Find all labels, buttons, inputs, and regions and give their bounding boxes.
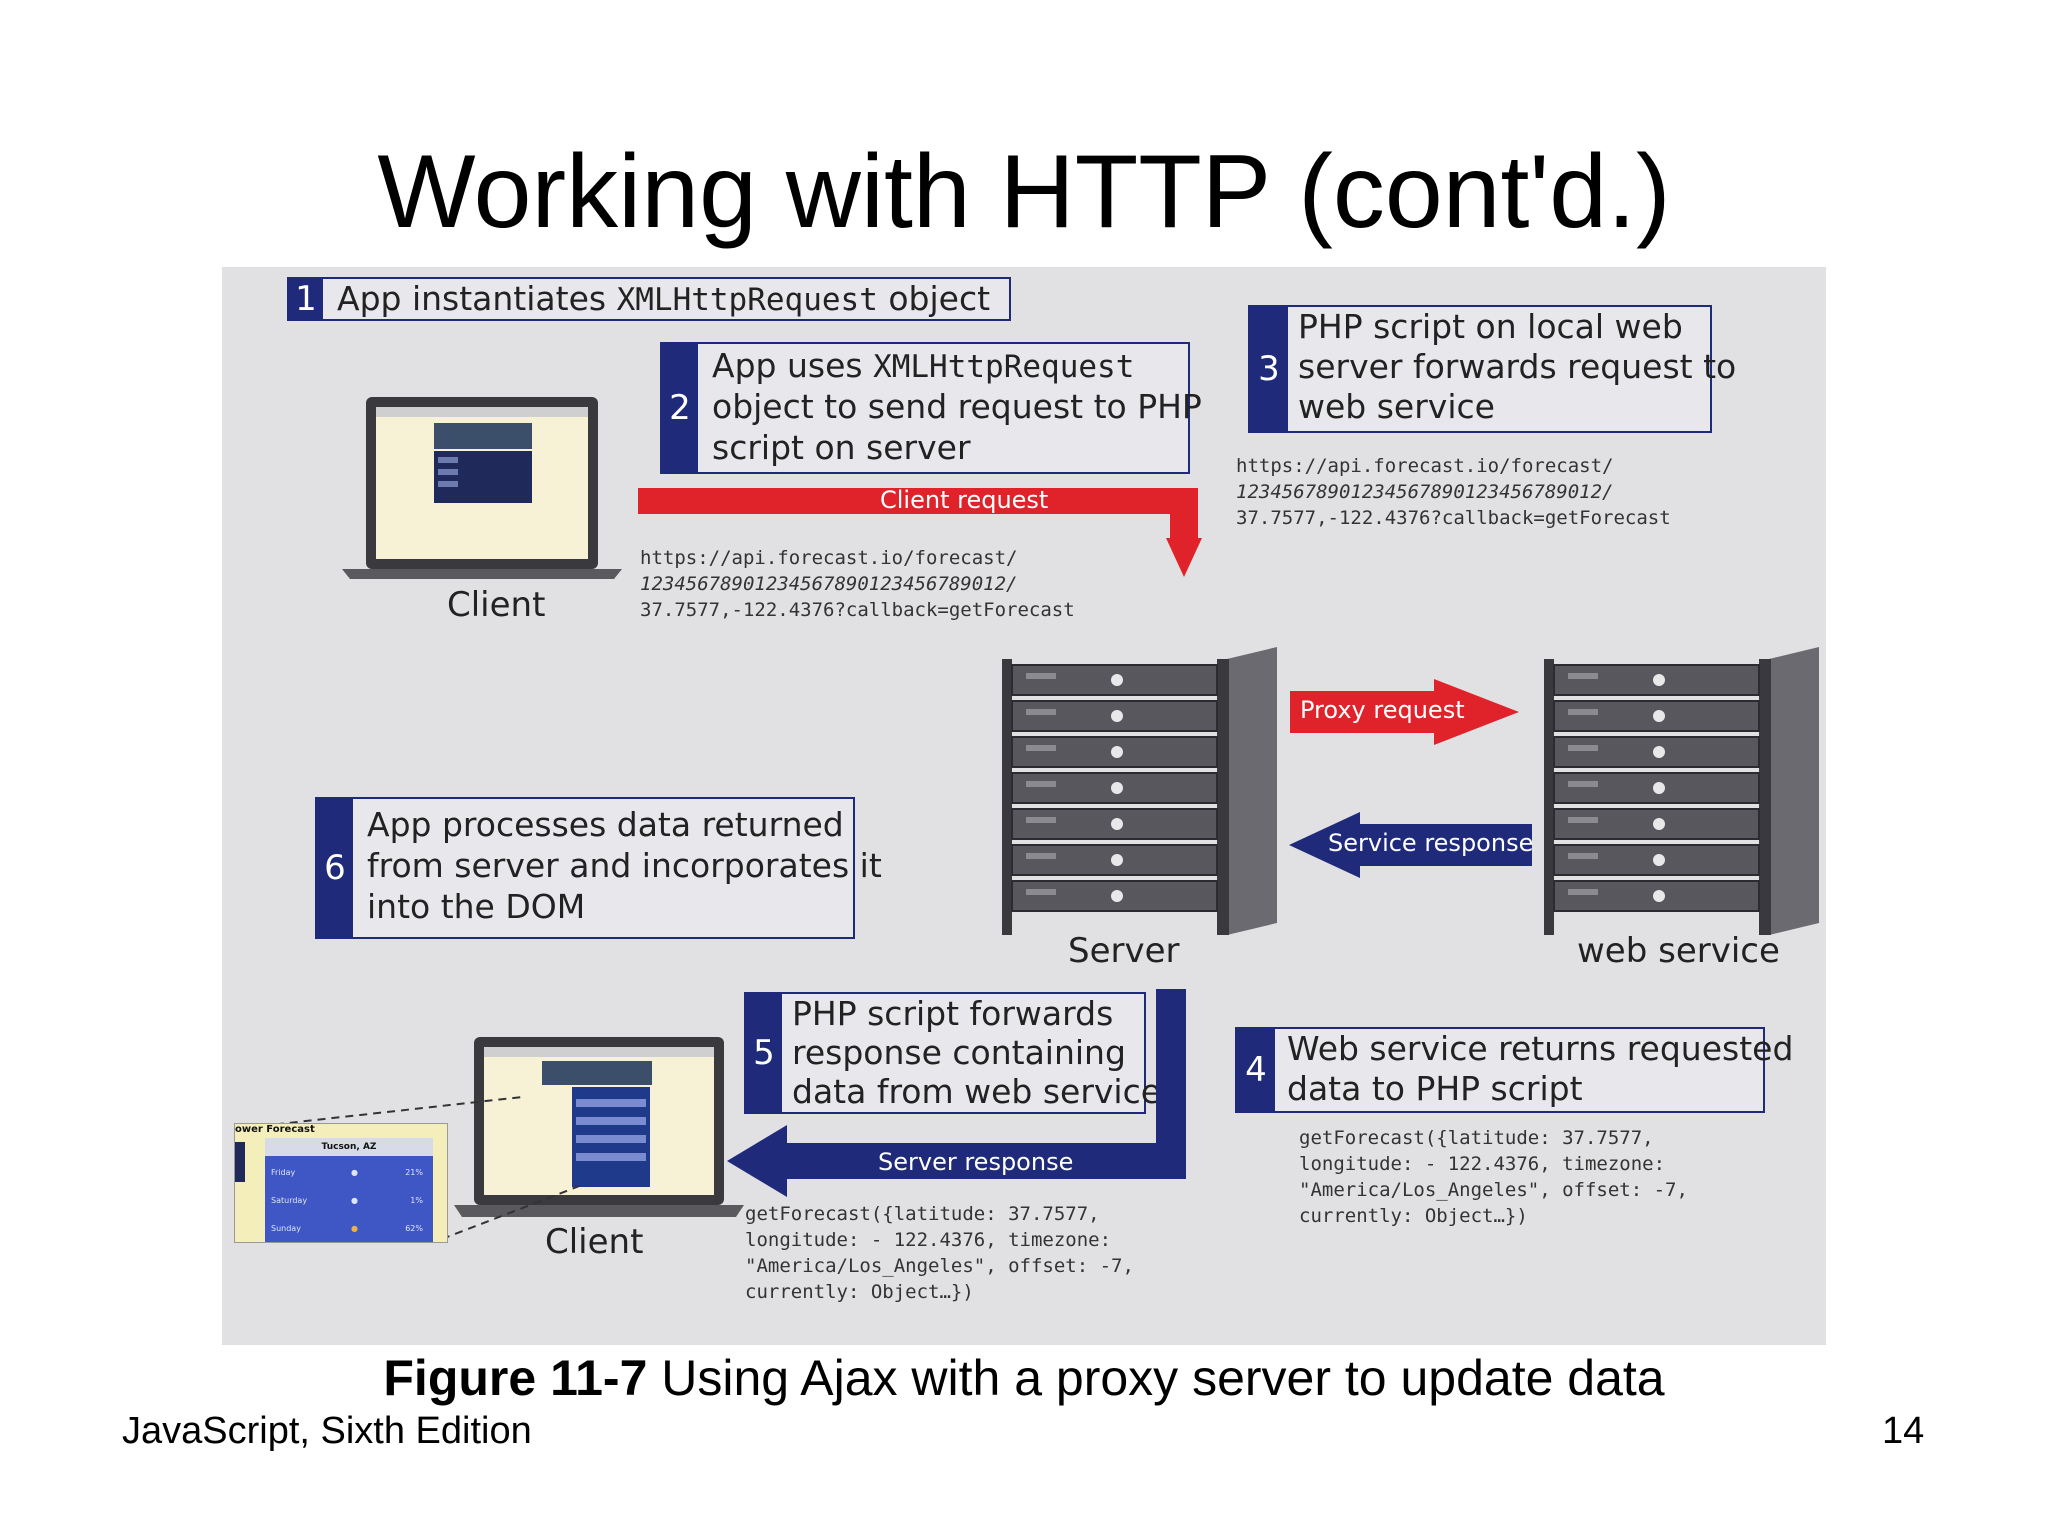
step-2-line-1: App uses XMLHttpRequest: [712, 346, 1134, 387]
step-6-number: 6: [317, 799, 353, 937]
inset-header: ower Forecast: [235, 1124, 315, 1135]
inset-location: Tucson, AZ: [265, 1138, 433, 1156]
step-5-line-2: response containing: [792, 1033, 1126, 1072]
inset-row-sunday-day: Sunday: [271, 1224, 301, 1233]
inset-row-saturday-pct: 1%: [410, 1196, 423, 1205]
service-data-line-4: currently: Object…}): [1299, 1205, 1528, 1227]
inset-row-sunday-dot-icon: ●: [351, 1224, 358, 1233]
step-2-number: 2: [662, 344, 698, 472]
step-6-box: 6 App processes data returned from serve…: [315, 797, 882, 939]
inset-row-sunday: Sunday ● 62%: [271, 1224, 427, 1233]
step-1-box: 1 App instantiates XMLHttpRequest object: [287, 277, 1011, 321]
footer-book-title: JavaScript, Sixth Edition: [122, 1410, 532, 1452]
client-url-line-1: https://api.forecast.io/forecast/: [640, 547, 1018, 569]
client-laptop-bottom-icon: [454, 1037, 744, 1217]
service-data-line-2: longitude: - 122.4376, timezone:: [1299, 1153, 1666, 1175]
inset-row-friday-dot-icon: ●: [351, 1168, 358, 1177]
step-6-line-1: App processes data returned: [367, 805, 844, 844]
step-2-line-3: script on server: [712, 428, 971, 467]
server-response-arrow: [727, 989, 1186, 1197]
server-data-line-2: longitude: - 122.4376, timezone:: [745, 1229, 1112, 1251]
inset-row-saturday: Saturday ● 1%: [271, 1196, 427, 1205]
ajax-proxy-figure: 1 App instantiates XMLHttpRequest object…: [222, 267, 1826, 1345]
step-2-line-2: object to send request to PHP: [712, 387, 1202, 426]
client-request-label: Client request: [880, 486, 1049, 514]
web-service-label: web service: [1577, 931, 1780, 971]
client-request-arrow: [638, 488, 1202, 577]
proxy-request-label: Proxy request: [1300, 696, 1465, 724]
proxy-request-arrow: [1290, 679, 1519, 745]
step-2-box: 2 App uses XMLHttpRequest object to send…: [660, 342, 1202, 474]
web-service-rack-icon: [1544, 647, 1819, 935]
server-rack-icon: [1002, 647, 1277, 935]
inset-row-saturday-day: Saturday: [271, 1196, 308, 1205]
step-1-text-before: App instantiates: [337, 279, 617, 318]
inset-row-friday-day: Friday: [271, 1168, 296, 1177]
client-bottom-label: Client: [545, 1222, 644, 1262]
server-data-line-4: currently: Object…}): [745, 1281, 974, 1303]
step-4-line-1: Web service returns requested: [1287, 1029, 1794, 1068]
step-4-number: 4: [1237, 1029, 1275, 1111]
inset-row-friday-pct: 21%: [405, 1168, 423, 1177]
step-1-text-after: object: [877, 279, 991, 318]
service-data-line-1: getForecast({latitude: 37.7577,: [1299, 1127, 1654, 1149]
step-6-line-2: from server and incorporates it: [367, 846, 882, 885]
arrows-layer: [638, 488, 1532, 1197]
step-2-line-1-before: App uses: [712, 346, 874, 385]
figure-caption: Figure 11-7 Using Ajax with a proxy serv…: [0, 1347, 2048, 1409]
client-url-line-3: 37.7577,-122.4376?callback=getForecast: [640, 599, 1075, 621]
client-url-line-2: 12345678901234567890123456789012/: [640, 573, 1018, 595]
server-response-label: Server response: [878, 1148, 1074, 1176]
service-data-text: getForecast({latitude: 37.7577, longitude…: [1299, 1125, 1688, 1229]
proxy-url-text: https://api.forecast.io/forecast/1234567…: [1236, 453, 1671, 531]
proxy-url-line-1: https://api.forecast.io/forecast/: [1236, 455, 1614, 477]
slide-title: Working with HTTP (cont'd.): [377, 134, 1671, 250]
step-5-box: 5 PHP script forwards response containin…: [744, 992, 1161, 1114]
footer-page-number: 14: [1882, 1410, 1925, 1452]
step-3-line-1: PHP script on local web: [1298, 307, 1683, 346]
step-3-line-2: server forwards request to: [1298, 347, 1737, 386]
inset-row-saturday-dot-icon: ●: [351, 1196, 358, 1205]
step-1-text: App instantiates XMLHttpRequest object: [337, 279, 990, 320]
step-3-box: 3 PHP script on local web server forward…: [1248, 305, 1736, 433]
step-5-line-1: PHP script forwards: [792, 994, 1114, 1033]
inset-row-sunday-pct: 62%: [405, 1224, 423, 1233]
server-data-line-1: getForecast({latitude: 37.7577,: [745, 1203, 1100, 1225]
figure-caption-text: Using Ajax with a proxy server to update…: [647, 1350, 1665, 1406]
server-data-text: getForecast({latitude: 37.7577, longitude…: [745, 1201, 1134, 1305]
step-4-box: 4 Web service returns requested data to …: [1235, 1027, 1793, 1113]
step-5-number: 5: [746, 994, 782, 1112]
step-2-code: XMLHttpRequest: [873, 349, 1135, 385]
service-response-arrow: [1289, 812, 1532, 878]
client-laptop-top-icon: [342, 397, 622, 579]
step-3-number: 3: [1250, 307, 1288, 431]
proxy-url-line-3: 37.7577,-122.4376?callback=getForecast: [1236, 507, 1671, 529]
inset-forecast-table: Tucson, AZ Friday ● 21% Saturday ● 1% Su…: [265, 1138, 433, 1242]
server-label: Server: [1068, 931, 1180, 971]
service-response-label: Service response: [1328, 829, 1534, 857]
service-data-line-3: "America/Los_Angeles", offset: -7,: [1299, 1179, 1688, 1201]
inset-side-tabs: [235, 1142, 245, 1182]
server-data-line-3: "America/Los_Angeles", offset: -7,: [745, 1255, 1134, 1277]
inset-row-friday: Friday ● 21%: [271, 1168, 427, 1177]
forecast-inset-panel: ower Forecast Tucson, AZ Friday ● 21% Sa…: [234, 1123, 448, 1243]
step-1-number: 1: [289, 279, 323, 319]
client-url-text: https://api.forecast.io/forecast/1234567…: [640, 545, 1075, 623]
step-5-line-3: data from web service: [792, 1072, 1162, 1111]
step-6-line-3: into the DOM: [367, 887, 586, 926]
client-top-label: Client: [447, 585, 546, 625]
step-3-line-3: web service: [1298, 387, 1495, 426]
figure-caption-number: Figure 11-7: [383, 1350, 648, 1406]
step-1-code: XMLHttpRequest: [616, 282, 878, 318]
proxy-url-line-2: 12345678901234567890123456789012/: [1236, 481, 1614, 503]
step-4-line-2: data to PHP script: [1287, 1069, 1583, 1108]
